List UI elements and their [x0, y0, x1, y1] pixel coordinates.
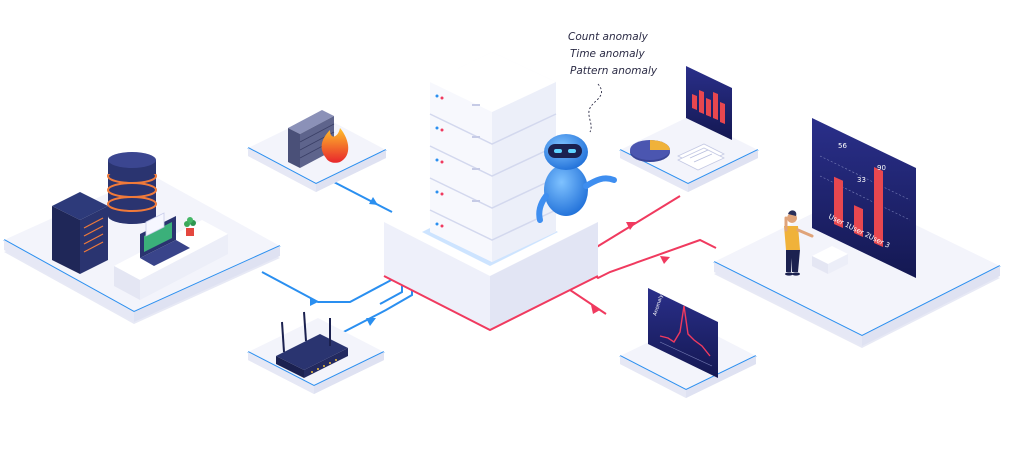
pie-chart-icon: [630, 140, 670, 162]
reports-platform: [619, 66, 759, 192]
count-anomaly-label: Count anomaly: [568, 31, 649, 43]
bar-user-3: [874, 167, 883, 247]
bar-user-2: [854, 205, 863, 237]
firewall-platform: [247, 110, 387, 192]
left-platform: [3, 152, 281, 324]
router-icon: [276, 311, 348, 378]
bar-value-label-2: 33: [857, 176, 866, 184]
analyst-platform: 56 33 90 User 1 User 2 User 3: [713, 118, 1001, 348]
envelope-icon: [145, 212, 165, 237]
router-platform: [247, 311, 385, 394]
person-icon: [784, 210, 814, 276]
server-rack-icon: [52, 192, 108, 274]
laptop-icon: [140, 216, 190, 266]
document-icon: [677, 143, 725, 171]
time-anomaly-label: Time anomaly: [570, 48, 645, 60]
robot-icon: [536, 134, 617, 223]
server-stack: [429, 52, 557, 262]
plant-icon: [184, 217, 196, 236]
bar-value-label-3: 90: [877, 164, 886, 172]
bar-value-label-1: 56: [838, 142, 847, 150]
bar-user-1: [834, 176, 843, 228]
line-chart-panel: Anomaly Count: [648, 278, 718, 378]
database-icon: [107, 152, 157, 224]
firewall-icon: [288, 110, 349, 168]
pattern-anomaly-label: Pattern anomaly: [570, 65, 658, 77]
big-chart-value-labels: 56 33 90: [838, 142, 886, 184]
anomaly-annotations: Count anomaly Time anomaly Pattern anoma…: [568, 31, 658, 133]
line-chart-platform: Anomaly Count: [619, 278, 757, 398]
mini-bar-chart-icon: [686, 66, 732, 140]
anomaly-line-series: [659, 305, 711, 357]
big-bar-chart-panel: 56 33 90 User 1 User 2 User 3: [812, 118, 916, 278]
console-box: [812, 246, 848, 274]
